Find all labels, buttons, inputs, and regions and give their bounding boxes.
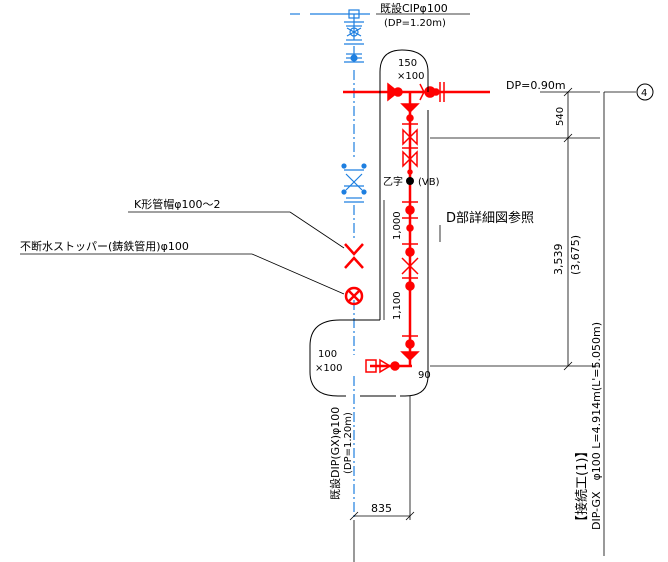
new-fittings-vertical — [365, 103, 420, 374]
leader-lines — [20, 13, 470, 295]
fitting-bottom-size-1: 100 — [318, 349, 337, 360]
fitting-top-size-2: ×100 — [397, 71, 424, 82]
dim-540-label: 540 — [555, 107, 566, 126]
dp-main-label: DP=0.90m — [506, 79, 566, 92]
dimension-lines — [353, 91, 636, 562]
air-valve-dot — [406, 177, 414, 185]
new-fittings-top — [387, 82, 445, 102]
fitting-top-size-1: 150 — [398, 58, 417, 69]
dim-1000-label: 1,000 — [392, 211, 403, 240]
vb-label: (VB) — [418, 177, 440, 188]
excavation-outline — [309, 49, 429, 397]
dim-3675-label: (3,675) — [569, 235, 582, 275]
existing-valve-top — [344, 9, 364, 45]
existing-flange-top — [344, 53, 364, 63]
existing-cip-label: 既設CIPφ100 — [380, 1, 448, 15]
k-cap-label: K形管帽φ100〜2 — [134, 197, 220, 211]
existing-dip-label: 既設DIP(GX)φ100 — [328, 407, 342, 500]
stopper-label: 不断水ストッパー(鋳鉄管用)φ100 — [20, 239, 189, 253]
k-cap-symbol — [344, 243, 364, 269]
detail-ref-label: D部詳細図参照 — [446, 210, 534, 226]
stopper-symbol — [344, 286, 364, 306]
bend-90-label: 90 — [418, 370, 431, 381]
dimension-ticks — [349, 87, 573, 521]
dim-3539-label: 3,539 — [552, 244, 565, 276]
existing-dip-dp: (DP=1.20m) — [343, 412, 354, 474]
circle-number: 4 — [641, 88, 647, 99]
connection-spec: DIP-GX φ100 L=4.914m(L'=5.050m) — [590, 322, 603, 530]
existing-cip-dp: (DP=1.20m) — [384, 18, 446, 29]
existing-valve-middle — [341, 163, 367, 203]
fitting-bottom-size-2: ×100 — [315, 363, 342, 374]
air-valve-label: 乙字 — [383, 175, 403, 188]
reference-circle — [636, 83, 654, 101]
dim-835-label: 835 — [371, 502, 392, 515]
dim-1100-label: 1,100 — [392, 291, 403, 320]
connection-title: 【接続工(1)】 — [574, 445, 590, 528]
